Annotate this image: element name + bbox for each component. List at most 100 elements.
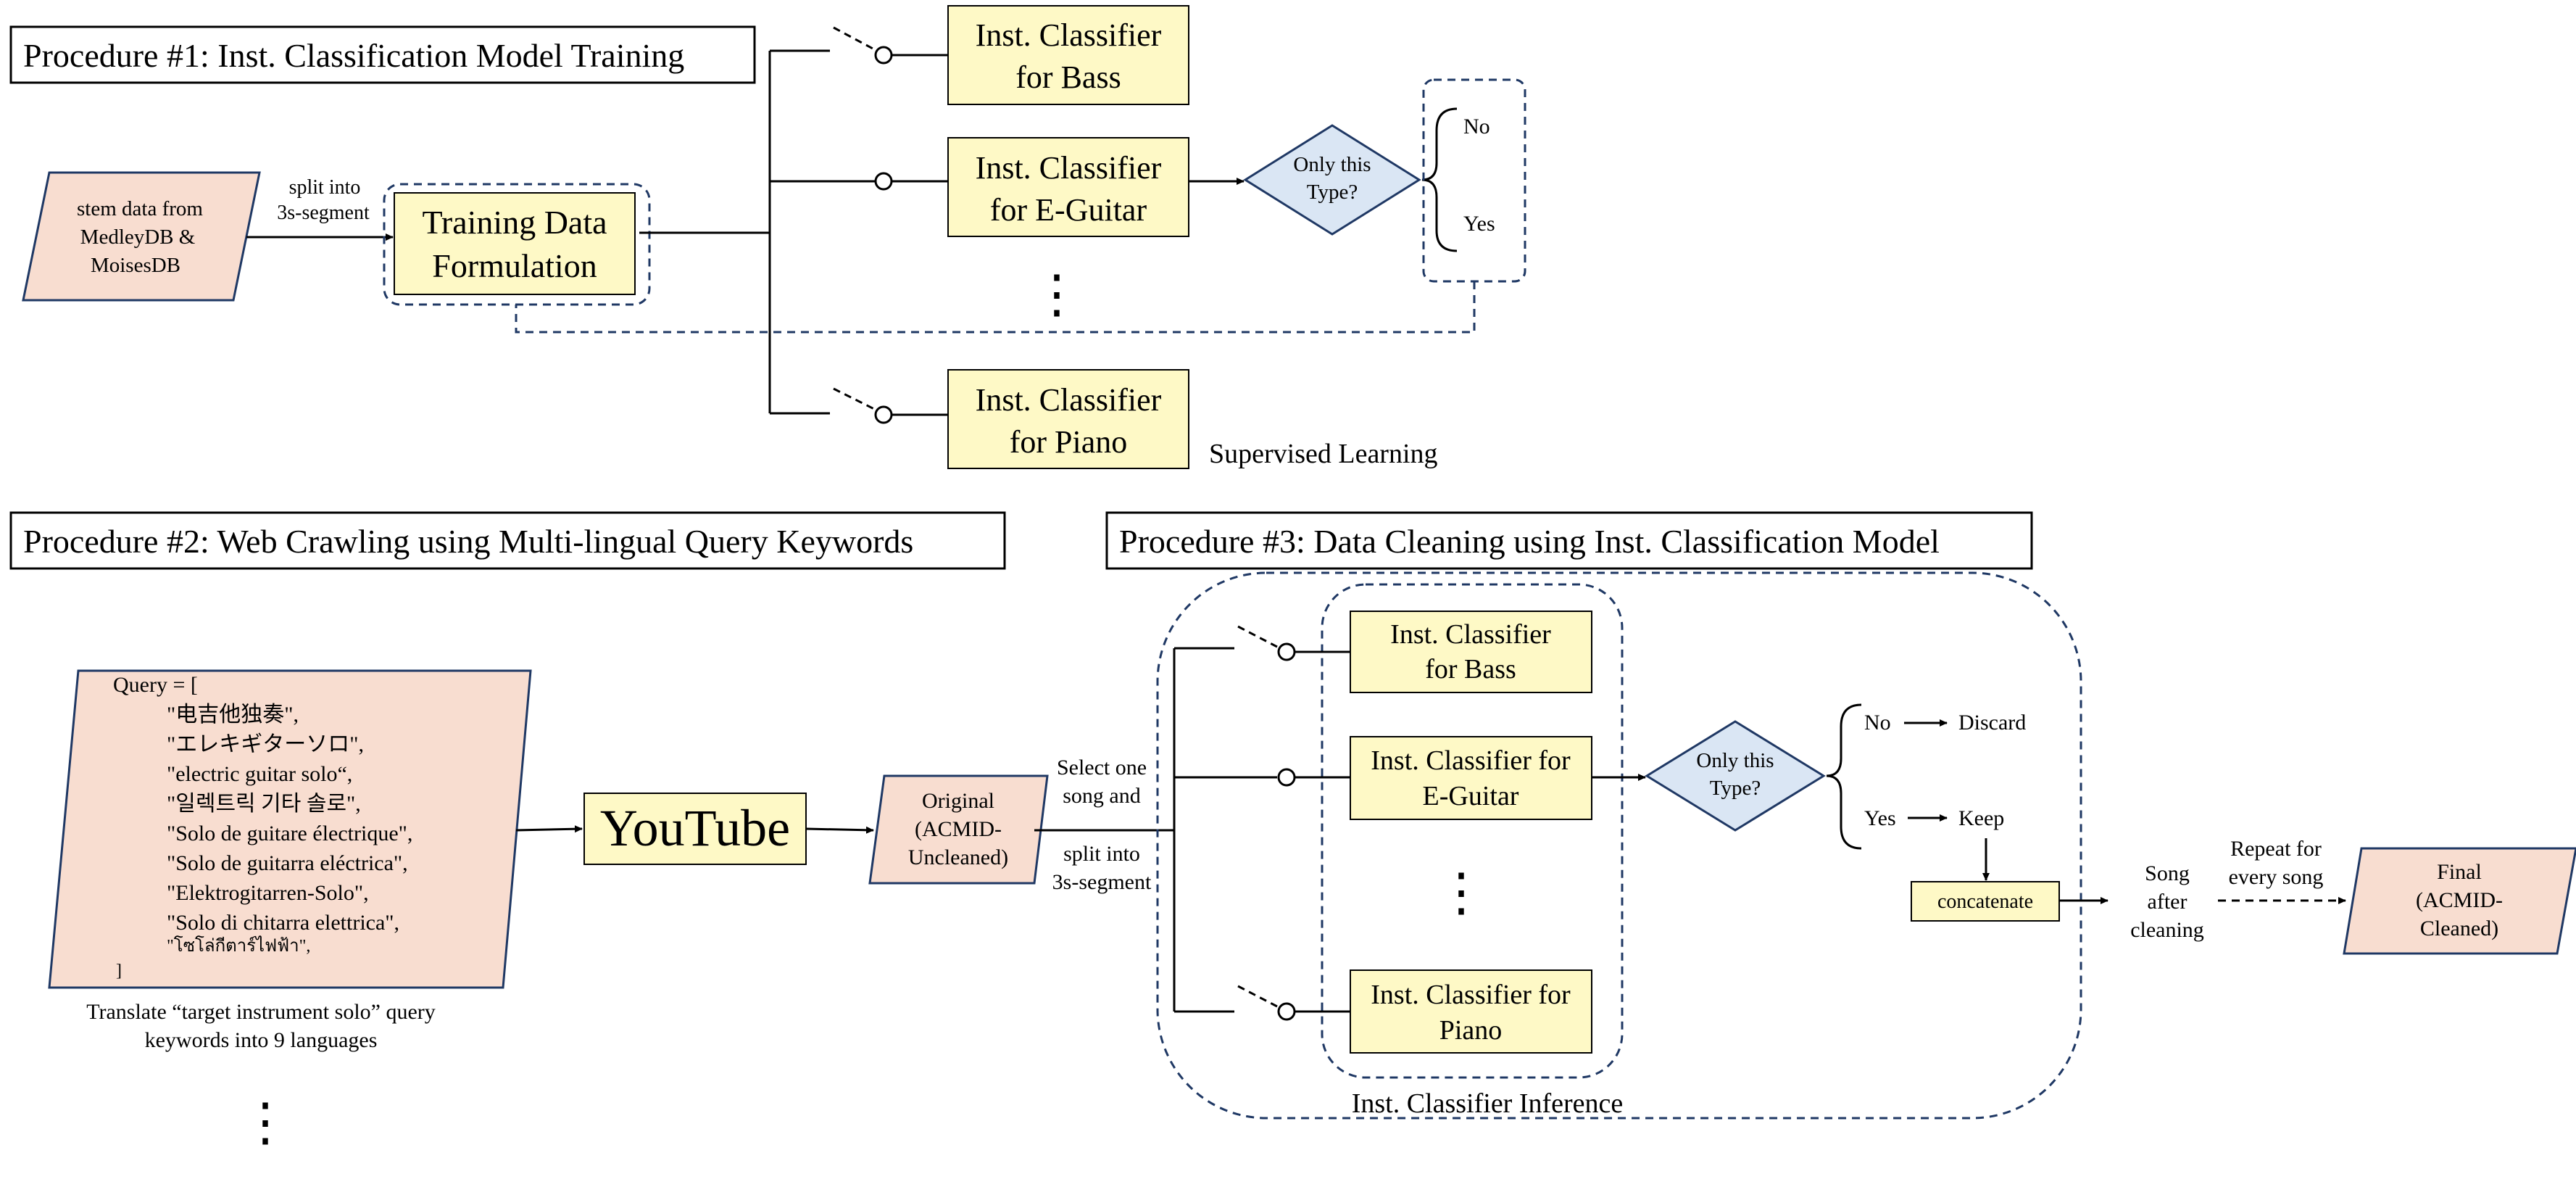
split2-label-line-2: 3s-segment	[1052, 870, 1152, 894]
song-after-line-1: Song	[2145, 861, 2190, 885]
p1-classifier-bass-line-1: Inst. Classifier	[976, 17, 1162, 53]
repeat-line-2: every song	[2229, 865, 2324, 889]
p1-classifier-piano-line-1: Inst. Classifier	[976, 382, 1162, 418]
procedure-3-title-box	[1105, 511, 2033, 570]
supervised-learning-caption: Supervised Learning	[1209, 439, 1438, 469]
switch-piano-contact	[874, 405, 893, 424]
training-data-line-1: Training Data	[422, 204, 607, 241]
training-data-box	[394, 192, 636, 295]
p3-classifier-piano-line-1: Inst. Classifier for	[1371, 980, 1571, 1010]
p3-classifier-guitar	[1350, 736, 1592, 820]
procedure-1-title: Procedure #1: Inst. Classification Model…	[23, 37, 684, 74]
p3-decision-line-1: Only this	[1696, 749, 1774, 772]
p3-classifier-bass-line-1: Inst. Classifier	[1390, 619, 1551, 650]
original-data-box	[868, 774, 1049, 885]
switch-bass-blade	[833, 26, 875, 51]
p3-answer-no: No	[1864, 711, 1891, 735]
p3-switch-piano-contact	[1277, 1002, 1296, 1021]
p3-switch-guitar-contact	[1277, 768, 1296, 787]
training-data-line-2: Formulation	[432, 247, 597, 284]
p1-answer-yes: Yes	[1463, 212, 1495, 236]
procedure-3: Procedure #3: Data Cleaning using Inst. …	[1034, 511, 2576, 1120]
p3-brace	[1826, 703, 1862, 850]
final-data-box	[2343, 847, 2576, 955]
original-line-3: Uncleaned)	[908, 845, 1008, 869]
p1-answers-dashed-frame	[1422, 78, 1526, 283]
p3-decision-diamond	[1645, 720, 1826, 832]
select-label-line-2: song and	[1063, 784, 1141, 808]
p1-classifier-guitar	[947, 137, 1189, 237]
stem-data-line-3: MoisesDB	[91, 254, 180, 277]
p1-classifier-piano	[947, 369, 1189, 469]
concatenate-box	[1911, 881, 2060, 922]
query-line-2: "エレキギターソロ",	[167, 732, 364, 756]
discard-label: Discard	[1958, 711, 2026, 735]
arrow-query-to-youtube	[515, 825, 583, 833]
original-line-2: (ACMID-	[915, 817, 1002, 841]
translate-caption-line-2: keywords into 9 languages	[145, 1028, 378, 1052]
p1-decision-line-2: Type?	[1307, 181, 1358, 204]
final-line-1: Final	[2437, 860, 2482, 884]
p2-ellipsis: ⋮	[239, 1093, 291, 1151]
stem-data-line-1: stem data from	[77, 197, 203, 220]
query-lines: Query = [ "电吉他独奏", "エレキギターソロ", "electric…	[113, 673, 412, 980]
p1-ellipsis: ⋮	[1031, 265, 1083, 323]
split-label-line-1: split into	[289, 176, 361, 199]
translate-caption-line-1: Translate “target instrument solo” query	[86, 1000, 436, 1024]
split-label-line-2: 3s-segment	[277, 202, 370, 224]
inference-outer-dashed-frame	[1156, 571, 2082, 1120]
song-after-line-3: cleaning	[2130, 918, 2204, 942]
feedback-loop-line	[515, 281, 1476, 334]
stem-data-line-2: MedleyDB &	[80, 226, 196, 249]
procedure-3-title: Procedure #3: Data Cleaning using Inst. …	[1119, 523, 1940, 560]
query-line-0: Query = [	[113, 673, 198, 697]
query-keywords-box	[48, 669, 532, 989]
original-line-1: Original	[922, 789, 994, 813]
select-label-line-1: Select one	[1057, 756, 1147, 779]
p1-decision-line-1: Only this	[1293, 153, 1371, 176]
final-line-2: (ACMID-	[2416, 888, 2503, 912]
query-line-3: "electric guitar solo“,	[167, 762, 352, 786]
inference-inner-dashed-frame	[1321, 583, 1624, 1079]
switch-guitar-contact	[874, 172, 893, 191]
p1-classifier-bass	[947, 5, 1189, 105]
p3-switch-piano-blade	[1237, 985, 1278, 1008]
stem-data-input	[22, 171, 261, 302]
query-line-1: "电吉他独奏",	[167, 703, 299, 727]
query-line-7: "Elektrogitarren-Solo",	[167, 881, 369, 905]
query-line-5: "Solo de guitare électrique",	[167, 822, 412, 845]
query-line-10: ]	[116, 961, 122, 980]
procedure-2-title-box	[9, 511, 1006, 570]
p1-classifier-guitar-line-1: Inst. Classifier	[976, 150, 1162, 186]
query-line-9: "โซโล่กีตาร์ไฟฟ้า",	[167, 935, 310, 956]
query-line-4: "일렉트릭 기타 솔로",	[167, 792, 361, 816]
procedure-1-title-box	[9, 25, 756, 84]
procedure-2-title: Procedure #2: Web Crawling using Multi-l…	[23, 523, 913, 560]
p3-classifier-bass-line-2: for Bass	[1425, 654, 1516, 685]
p1-classifier-guitar-line-2: for E-Guitar	[990, 192, 1147, 228]
split2-label-line-1: split into	[1063, 842, 1140, 866]
query-line-6: "Solo de guitarra eléctrica",	[167, 851, 408, 875]
final-line-3: Cleaned)	[2420, 917, 2498, 940]
concatenate-label: concatenate	[1937, 890, 2033, 913]
p1-brace	[1421, 107, 1458, 252]
procedure-2: Procedure #2: Web Crawling using Multi-l…	[9, 511, 1049, 1151]
p3-classifier-piano	[1350, 969, 1592, 1054]
query-line-8: "Solo di chitarra elettrica",	[167, 911, 399, 935]
p3-classifier-guitar-line-1: Inst. Classifier for	[1371, 745, 1571, 776]
song-after-line-2: after	[2148, 890, 2187, 914]
repeat-line-1: Repeat for	[2230, 837, 2322, 861]
p3-classifier-guitar-line-2: E-Guitar	[1423, 781, 1519, 811]
p1-decision-diamond	[1243, 124, 1421, 236]
p3-classifier-piano-line-2: Piano	[1439, 1015, 1503, 1046]
inference-caption: Inst. Classifier Inference	[1352, 1088, 1624, 1119]
p3-switch-bass-blade	[1237, 625, 1278, 648]
switch-piano-blade	[833, 387, 875, 410]
p3-ellipsis: ⋮	[1435, 864, 1487, 922]
keep-label: Keep	[1958, 806, 2004, 830]
p3-answer-yes: Yes	[1864, 806, 1896, 830]
p1-classifier-bass-line-2: for Bass	[1015, 59, 1121, 95]
switch-bass-contact	[874, 46, 893, 65]
p3-classifier-bass	[1350, 611, 1592, 693]
